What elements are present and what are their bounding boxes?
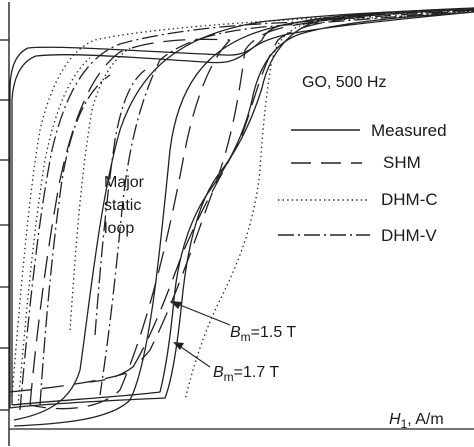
legend-label-measured: Measured [371, 121, 447, 140]
chart-title: GO, 500 Hz [302, 74, 386, 91]
static-loop-line-2: static [104, 197, 141, 214]
bm-high-label: Bm=1.7 T [213, 364, 279, 384]
legend-label-dhmv: DHM-V [381, 226, 437, 245]
bm-low-arrowhead [170, 301, 182, 309]
bm-low-label: Bm=1.5 T [230, 324, 296, 344]
bm-high-pointer [177, 344, 211, 368]
static-loop-line-3: loop [104, 220, 134, 237]
legend-label-dhmc: DHM-C [381, 190, 438, 209]
bm-low-pointer [174, 302, 231, 326]
shm-loop-inner [29, 38, 231, 410]
dhmc-loop [11, 10, 474, 401]
measured-loop-inner [11, 11, 474, 406]
legend-item-dhmc: DHM-C [278, 190, 438, 209]
dhmv-loop-2 [39, 69, 146, 406]
dhmv-loop [19, 9, 474, 411]
legend-label-shm: SHM [383, 153, 421, 172]
legend-item-shm: SHM [291, 153, 421, 172]
legend-item-measured: Measured [291, 121, 447, 140]
major-static-loop [13, 8, 474, 427]
static-loop-line-1: Major [104, 174, 145, 191]
static-loop-label: Major static loop [104, 174, 145, 237]
bm-high-arrowhead [173, 342, 184, 350]
legend: Measured SHM DHM-C DHM-V [278, 121, 447, 245]
legend-item-dhmv: DHM-V [278, 226, 437, 245]
y-ticks [0, 39, 9, 411]
x-axis-label: H1, A/m [389, 411, 444, 431]
